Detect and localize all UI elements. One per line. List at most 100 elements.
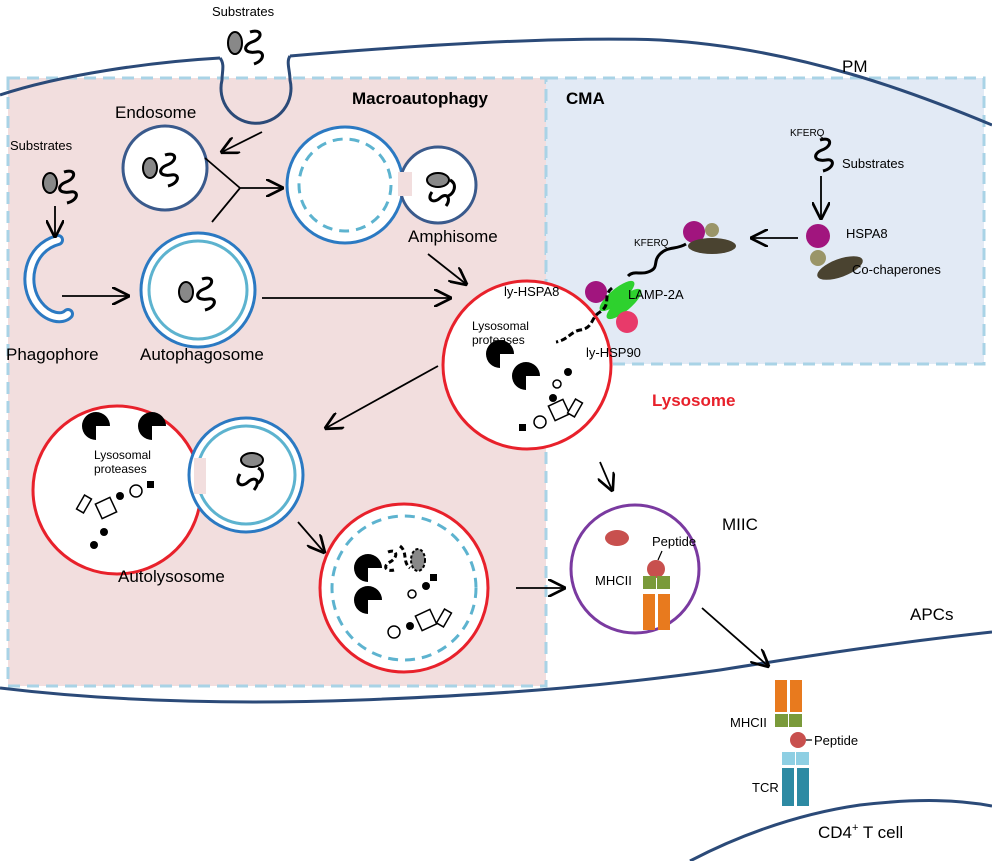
- miic-peptide-bound: [647, 560, 665, 578]
- label-autolysosome: Autolysosome: [118, 567, 225, 586]
- lysosome-dot-2: [549, 394, 557, 402]
- cma-substrate-squiggle: [814, 137, 834, 173]
- cell-mhc-orange-1: [775, 680, 787, 712]
- label-peptide-cell: Peptide: [814, 733, 858, 748]
- complex-cochaperone-body: [688, 238, 736, 254]
- miic-mhc-green-2: [657, 576, 670, 589]
- autolysosome-small-square: [147, 481, 154, 488]
- lamp2a-a: [599, 280, 635, 312]
- degrading-squiggle: [384, 544, 412, 572]
- arrow-pm-to-endosome: [222, 131, 263, 152]
- lysosome-diamond: [566, 398, 584, 418]
- label-mhcii-cell: MHCII: [730, 715, 767, 730]
- tcr-light-1: [782, 752, 795, 765]
- miic-mhc-orange-1: [643, 594, 655, 630]
- label-phagophore: Phagophore: [6, 345, 99, 364]
- cma-box: [544, 76, 986, 366]
- degrading-protease-2: [354, 586, 382, 614]
- degrading-autolysosome-inner: [330, 514, 478, 662]
- degrading-ring-1: [407, 589, 417, 599]
- autolysosome-ring: [129, 484, 143, 498]
- substrate-oval-top: [227, 31, 243, 55]
- autophagosome-oval: [178, 281, 194, 303]
- degrading-protease-1: [354, 554, 382, 582]
- autolysosome-dot-3: [90, 541, 98, 549]
- miic-peptide-free: [605, 530, 629, 546]
- label-ly-hsp90: ly-HSP90: [586, 345, 641, 360]
- label-tcr: TCR: [752, 780, 779, 795]
- lysosome-ring-1: [552, 379, 562, 389]
- label-ly-hspa8: ly-HSPA8: [504, 284, 559, 299]
- lysosome-protease-1: [486, 340, 514, 368]
- autolysosome-diamond: [75, 494, 93, 514]
- autophagosome-inner: [147, 239, 249, 341]
- autolysosome-protease-1: [82, 412, 110, 440]
- arrow-autolysosome-to-degrading: [297, 521, 324, 552]
- label-lamp2a: LAMP-2A: [628, 287, 684, 302]
- label-hspa8: HSPA8: [846, 226, 888, 241]
- endosome: [121, 124, 209, 212]
- endosome-substrate-oval: [142, 157, 158, 179]
- translocating-substrate: [555, 286, 614, 344]
- amphisome-oval: [426, 172, 450, 188]
- tcr-light-2: [796, 752, 809, 765]
- cell-peptide: [790, 732, 806, 748]
- degrading-square: [414, 608, 438, 632]
- degrading-ring-2: [387, 625, 401, 639]
- cell-mhc-green-1: [775, 714, 788, 727]
- cochaperone-head: [810, 250, 826, 266]
- substrate-squiggle-top: [244, 29, 264, 66]
- label-substrates-left: Substrates: [10, 138, 73, 153]
- cell-mhc-green-2: [789, 714, 802, 727]
- amphisome-fusion: [398, 172, 412, 196]
- label-substrates-top: Substrates: [212, 4, 275, 19]
- lysosome-protease-2: [512, 362, 540, 390]
- merge-lines: [204, 157, 282, 223]
- degrading-dot-2: [406, 622, 414, 630]
- complex-cochaperone-head: [705, 223, 719, 237]
- label-apcs: APCs: [910, 605, 953, 624]
- lamp2a-b: [606, 288, 642, 320]
- label-lysosomal-proteases-b1: Lysosomal: [94, 448, 151, 462]
- degrading-diamond: [435, 608, 453, 628]
- phagophore-inner: [26, 237, 71, 321]
- plasma-membrane: [0, 37, 992, 127]
- label-lysosomal-proteases-b2: proteases: [94, 462, 147, 476]
- label-autophagosome: Autophagosome: [140, 345, 264, 364]
- label-cd4-t-cell: CD4+ T cell: [818, 822, 903, 842]
- miic: [569, 503, 701, 635]
- autolysosome-dot-2: [100, 528, 108, 536]
- label-endosome: Endosome: [115, 103, 196, 122]
- cell-mhc-orange-2: [790, 680, 802, 712]
- label-pm: PM: [842, 57, 868, 76]
- amphisome-inner: [297, 137, 393, 233]
- autolysosome-square: [94, 496, 118, 520]
- t-cell-membrane: [689, 799, 992, 861]
- label-kferq-top: KFERQ: [790, 128, 825, 139]
- label-co-chaperones: Co-chaperones: [852, 262, 941, 277]
- label-lysosomal-proteases-1: Lysosomal: [472, 319, 529, 333]
- substrate-squiggle-left: [58, 169, 78, 205]
- degrading-oval: [410, 548, 426, 572]
- autophagosome-squiggle: [196, 276, 216, 312]
- substrate-oval-left: [42, 172, 58, 194]
- lysosome-ring-2: [533, 415, 547, 429]
- autolysosome-oval: [240, 452, 264, 468]
- arrow-amphisome-to-lysosome: [427, 253, 466, 284]
- autolysosome-squiggle: [236, 466, 264, 491]
- lysosome-square: [547, 398, 571, 422]
- miic-peptide-leader: [657, 550, 663, 561]
- label-mhcii-miic: MHCII: [595, 573, 632, 588]
- tcr-dark-2: [797, 768, 809, 806]
- label-substrates-cma: Substrates: [842, 156, 905, 171]
- label-peptide-miic: Peptide: [652, 534, 696, 549]
- ly-hsp90-circle: [616, 311, 638, 333]
- amphisome-squiggle: [428, 178, 456, 207]
- label-lysosome: Lysosome: [652, 391, 735, 410]
- miic-mhc-green-1: [643, 576, 656, 589]
- arrow-lysosome-to-miic: [600, 461, 612, 490]
- lysosome-dot-1: [564, 368, 572, 376]
- label-amphisome: Amphisome: [408, 227, 498, 246]
